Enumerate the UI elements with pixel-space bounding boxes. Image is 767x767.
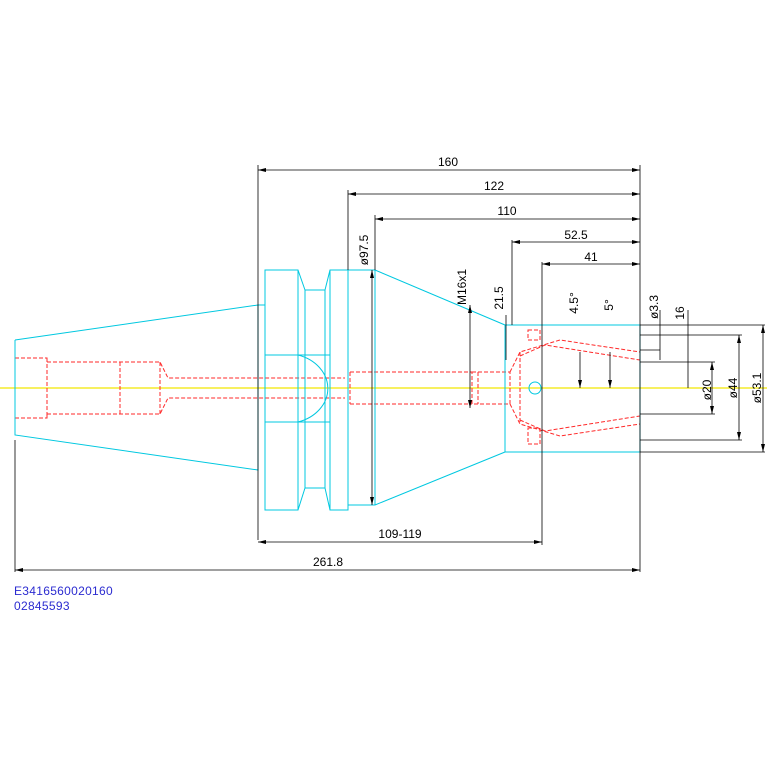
dim-m16x1: M16x1 [455,269,469,305]
dim-angle-5: 5° [602,299,616,311]
order-code: 02845593 [14,599,70,613]
dim-20: ø20 [700,379,714,400]
dim-261-8: 261.8 [313,555,343,569]
dim-41: 41 [584,250,598,264]
dim-21-5: 21.5 [492,286,506,310]
dim-97-5: ø97.5 [357,234,371,265]
arrowheads [15,168,765,572]
dim-53-1: ø53.1 [750,372,764,403]
dim-44: ø44 [726,377,740,398]
dim-52-5: 52.5 [564,228,588,242]
dim-122: 122 [484,179,504,193]
dim-16: 16 [673,306,687,320]
dim-angle-4-5: 4.5° [567,292,581,314]
dimension-lines [14,165,765,572]
dim-3-3: ø3.3 [647,295,661,319]
dim-160: 160 [438,155,458,169]
holder-outline [14,269,641,511]
dim-110: 110 [497,204,516,218]
dim-109-119: 109-119 [378,527,421,541]
part-number: E3416560020160 [14,584,113,598]
hidden-lines [15,329,641,445]
